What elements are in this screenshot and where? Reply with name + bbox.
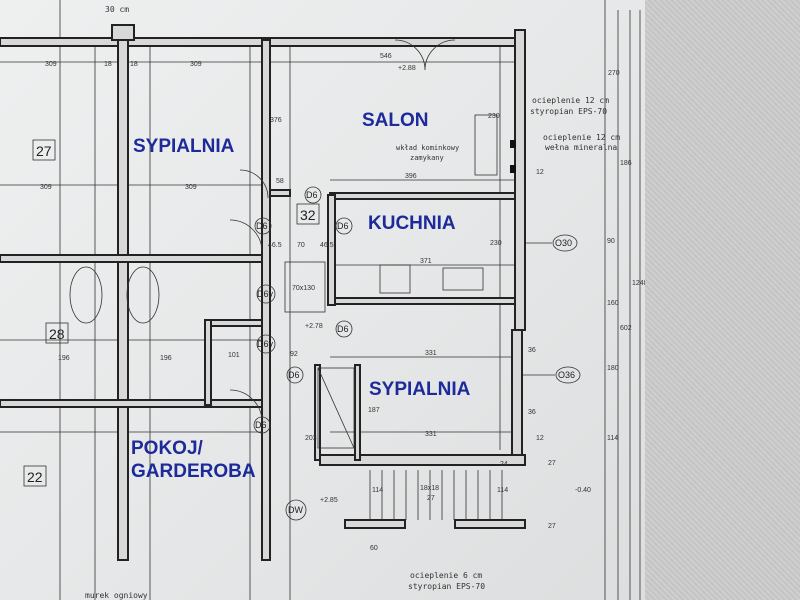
dimension: 331 xyxy=(425,431,437,438)
background-texture xyxy=(645,0,800,600)
door-tag: D6v xyxy=(257,289,274,299)
dimension: 160 xyxy=(607,300,619,307)
dimension: 24 xyxy=(500,461,508,468)
dimension: 60 xyxy=(370,545,378,552)
wardrobe-label: 70x130 xyxy=(292,285,315,292)
dimension: 70 xyxy=(297,242,305,249)
annotation: murek ogniowy xyxy=(85,591,148,600)
door-tag: D6 xyxy=(337,221,349,231)
dimension: 196 xyxy=(58,355,70,362)
level-mark: +2.88 xyxy=(398,65,416,72)
fireplace-icon xyxy=(474,114,498,176)
dimension: 92 xyxy=(290,351,298,358)
dimension: 331 xyxy=(425,350,437,357)
annotation: zamykany xyxy=(410,154,444,162)
annotation: styropian EPS-70 xyxy=(408,582,485,591)
dimension: 270 xyxy=(608,70,620,77)
dimension: 18 xyxy=(104,61,112,68)
dimension: 36 xyxy=(528,347,536,354)
dimension: 371 xyxy=(420,258,432,265)
room-label-kuchnia: KUCHNIA xyxy=(368,213,456,234)
annotation: wkład kominkowy xyxy=(396,144,459,152)
annotation: 30 cm xyxy=(105,5,129,14)
annotation: ocieplenie 6 cm xyxy=(410,571,482,580)
door-tag: D6 xyxy=(306,190,318,200)
dimension: 196 xyxy=(160,355,172,362)
room-number: 32 xyxy=(300,207,316,223)
dimension: 90 xyxy=(607,238,615,245)
dimension: 180 xyxy=(607,365,619,372)
shaft xyxy=(317,367,355,449)
dimension: 602 xyxy=(620,325,632,332)
axis-tag: O36 xyxy=(558,370,575,380)
dimension-lines xyxy=(0,0,641,600)
dimension: 114 xyxy=(607,435,618,442)
bathtub-icon xyxy=(69,266,103,324)
sink-icon xyxy=(442,267,484,291)
dimension: 1248 xyxy=(632,280,645,287)
dimension: 376 xyxy=(270,117,282,124)
dimension: 27 xyxy=(548,460,556,467)
door-tag: D6 xyxy=(256,221,268,231)
chimney-flue xyxy=(510,165,516,173)
dimension: 18 xyxy=(130,61,138,68)
dimensions: 309 309 309 309 18 18 546 396 371 331 33… xyxy=(40,53,645,552)
stairs-label: 27 xyxy=(427,495,435,502)
annotation: ocieplenie 12 cm xyxy=(532,96,609,105)
bathtub-icon xyxy=(126,266,160,324)
dimension: 309 xyxy=(185,184,197,191)
room-label-pokoj: POKOJ/ xyxy=(131,438,204,459)
dimension: 36 xyxy=(528,409,536,416)
room-label-salon: SALON xyxy=(362,110,429,131)
dimension: 309 xyxy=(190,61,202,68)
dimension: 58 xyxy=(276,178,284,185)
dimension: 101 xyxy=(228,352,240,359)
stairs-label: 18x18 xyxy=(420,485,439,492)
room-label-sypialnia-top: SYPIALNIA xyxy=(133,136,235,157)
dimension: 186 xyxy=(620,160,632,167)
walls xyxy=(0,24,526,561)
axis-tag: O30 xyxy=(555,238,572,248)
dimension: 230 xyxy=(490,240,502,247)
dimension: 309 xyxy=(40,184,52,191)
dimension: 46.5 xyxy=(320,242,334,249)
door-tag: DW xyxy=(288,505,303,515)
annotation: styropian EPS-70 xyxy=(530,107,607,116)
dimension: 187 xyxy=(368,407,380,414)
dimension: 203 xyxy=(305,435,317,442)
dimension: 12 xyxy=(536,435,544,442)
room-number: 28 xyxy=(49,326,65,342)
floor-plan-paper xyxy=(0,0,645,600)
dimension: 114 xyxy=(497,487,508,494)
stairs xyxy=(369,470,503,520)
chimney-flue xyxy=(510,140,516,148)
annotation: ocieplenie 12 cm xyxy=(543,133,620,142)
room-number: 27 xyxy=(36,143,52,159)
dimension: 309 xyxy=(45,61,57,68)
level-mark: +2.78 xyxy=(305,323,323,330)
dimension: 12 xyxy=(536,169,544,176)
level-mark: +2.85 xyxy=(320,497,338,504)
dimension: 114 xyxy=(372,487,383,494)
wardrobe xyxy=(284,261,326,313)
door-tag: D6 xyxy=(288,370,300,380)
dimension: 27 xyxy=(548,523,556,530)
door-tags: D6 D6 D6 D6v D6 D6v D6 D6 DW xyxy=(253,186,353,521)
dimension: 230 xyxy=(488,113,500,120)
room-label-garderoba: GARDEROBA xyxy=(131,461,256,482)
floor-plan: SALON SYPIALNIA KUCHNIA SYPIALNIA POKOJ/… xyxy=(0,0,645,600)
dimension: 46.5 xyxy=(268,242,282,249)
door-tag: D6 xyxy=(337,324,349,334)
room-number: 22 xyxy=(27,469,43,485)
stove-icon xyxy=(379,264,411,294)
dimension: 396 xyxy=(405,173,417,180)
door-tag: D6v xyxy=(257,339,274,349)
fixtures xyxy=(69,39,516,449)
door-tag: D6 xyxy=(255,420,267,430)
room-label-sypialnia-bottom: SYPIALNIA xyxy=(369,379,471,400)
dimension: 546 xyxy=(380,53,392,60)
level-mark: -0.40 xyxy=(575,487,591,494)
annotation: wełna mineralna xyxy=(545,143,617,152)
